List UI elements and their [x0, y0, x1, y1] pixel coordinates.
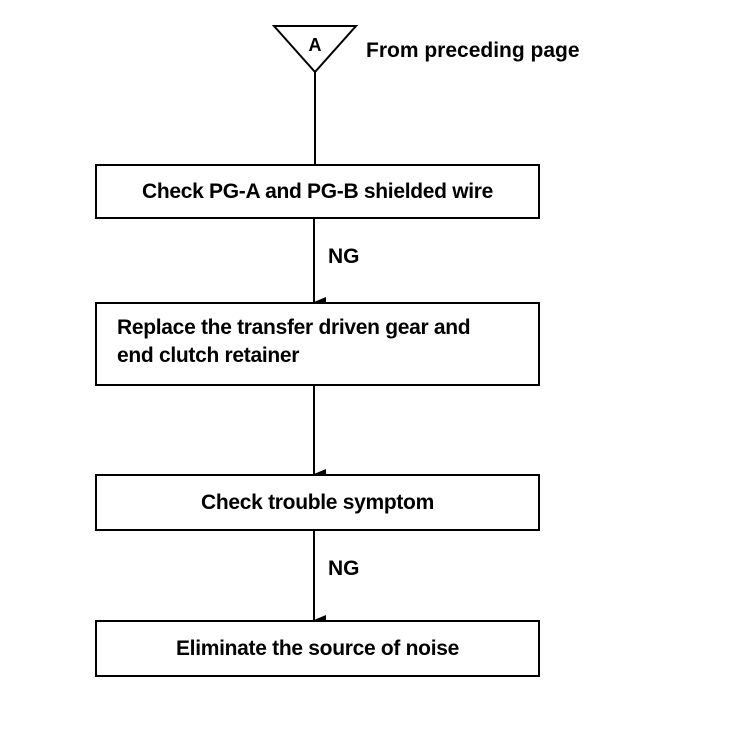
step-text: Eliminate the source of noise: [175, 636, 460, 660]
transition-label-ng-1: NG: [328, 245, 360, 268]
connector-note: From preceding page: [366, 39, 580, 62]
off-page-connector-icon: [271, 25, 359, 74]
step-check-shielded-wire: Check PG-A and PG-B shielded wire: [95, 164, 540, 219]
step-check-trouble-symptom: Check trouble symptom: [95, 474, 540, 531]
transition-label-ng-2: NG: [328, 557, 360, 580]
step-text: Check trouble symptom: [201, 490, 434, 514]
connector-letter: A: [308, 35, 322, 55]
step-text-line-2: end clutch retainer: [117, 344, 300, 367]
step-text-line-1: Replace the transfer driven gear and: [117, 316, 471, 339]
step-replace-gear: Replace the transfer driven gear and end…: [95, 302, 540, 386]
step-text: Check PG-A and PG-B shielded wire: [141, 179, 494, 203]
step-eliminate-noise: Eliminate the source of noise: [95, 620, 540, 677]
